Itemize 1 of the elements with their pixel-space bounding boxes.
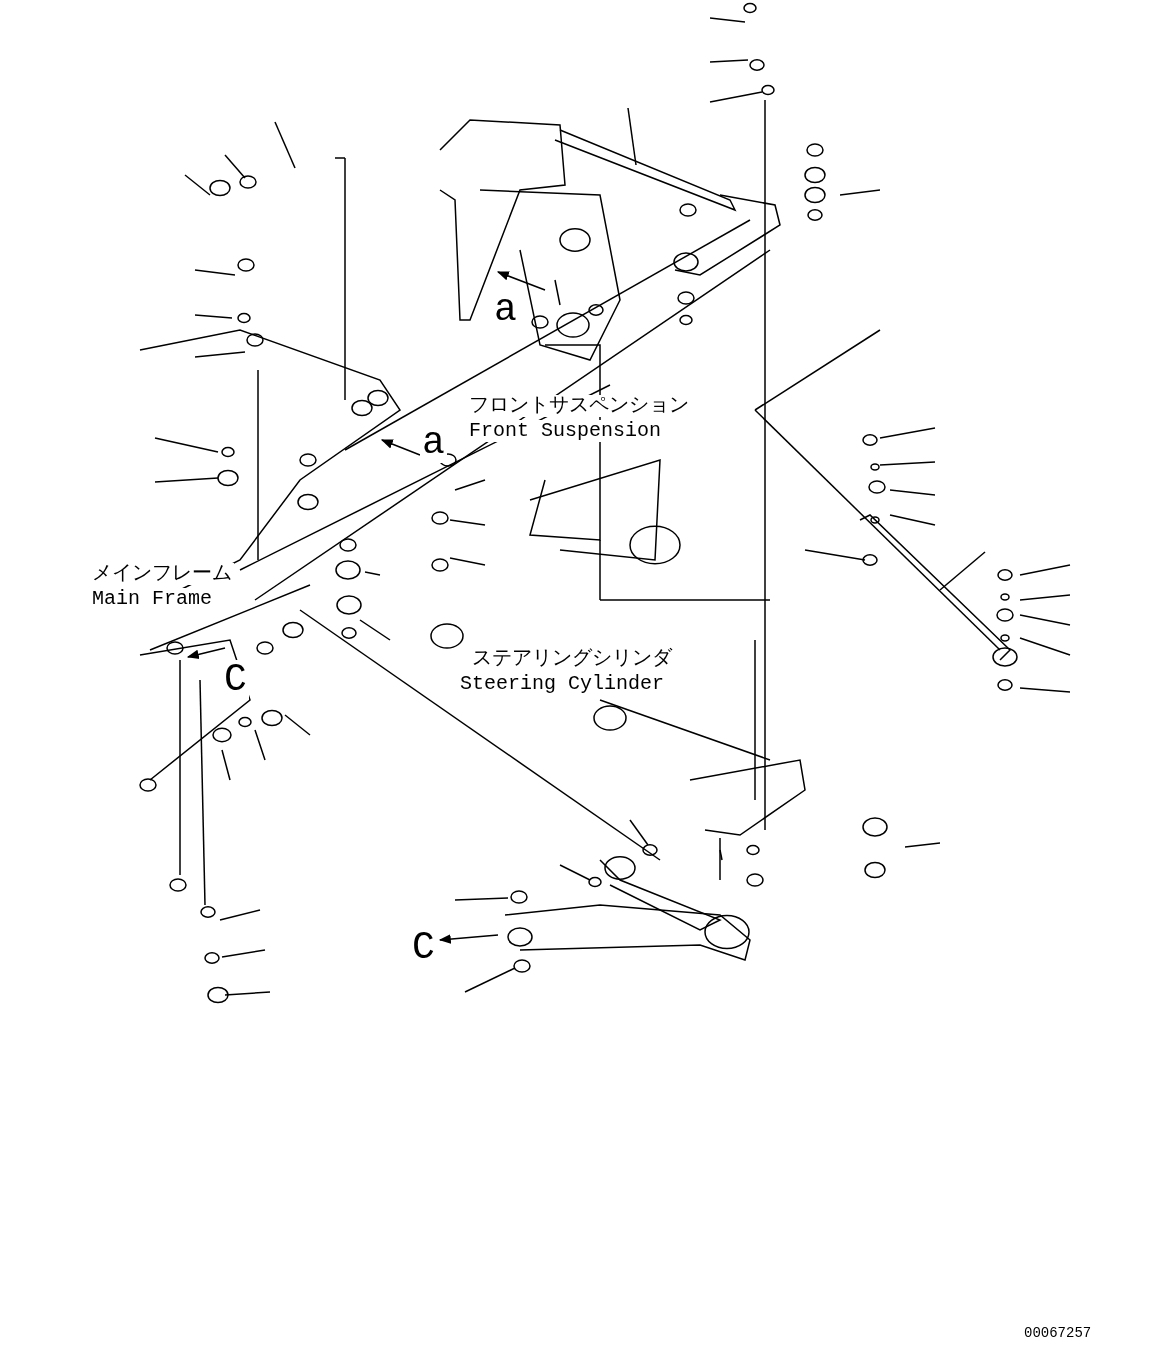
japanese-label: ステアリングシリンダ xyxy=(470,648,674,670)
